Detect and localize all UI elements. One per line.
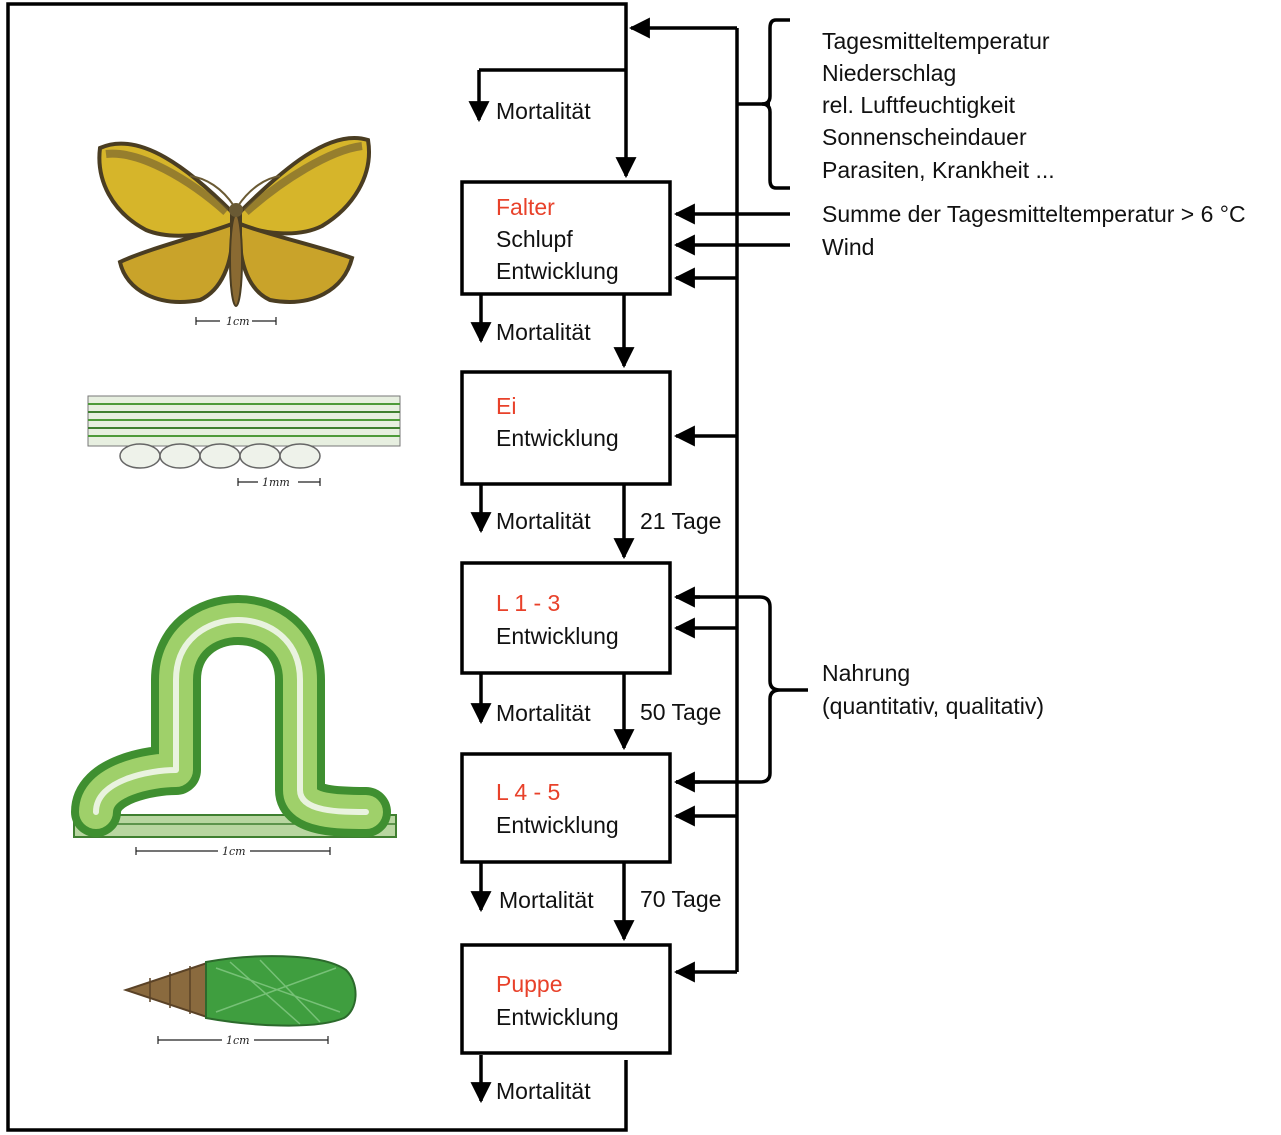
stage-line: Entwicklung	[496, 258, 619, 284]
wind-label: Wind	[822, 234, 874, 260]
moth-illustration	[99, 138, 369, 306]
food-label: Nahrung	[822, 660, 910, 686]
weather-brace	[762, 20, 790, 188]
stage-box-l13	[462, 563, 670, 673]
duration-label: 50 Tage	[640, 699, 721, 725]
weather-factor: Sonnenscheindauer	[822, 124, 1027, 150]
temperature-sum-label: Summe der Tagesmitteltemperatur > 6 °C	[822, 201, 1246, 227]
stage-box-puppe	[462, 945, 670, 1053]
weather-factor: Niederschlag	[822, 60, 956, 86]
weather-factor: Parasiten, Krankheit ...	[822, 157, 1055, 183]
food-quality-label: (quantitativ, qualitativ)	[822, 693, 1044, 719]
moth-scale-bar: 1cm	[196, 314, 276, 328]
duration-label: 21 Tage	[640, 508, 721, 534]
egg-illustration	[88, 396, 400, 468]
stage-line: Entwicklung	[496, 812, 619, 838]
scale-label: 1cm	[226, 315, 250, 328]
mortality-label: Mortalität	[499, 887, 594, 913]
weather-factor: Tagesmitteltemperatur	[822, 28, 1050, 54]
mortality-label: Mortalität	[496, 98, 591, 124]
duration-label: 70 Tage	[640, 886, 721, 912]
stage-line: Entwicklung	[496, 425, 619, 451]
pupa-illustration	[126, 956, 356, 1025]
larva-scale-bar: 1cm	[136, 844, 330, 858]
stage-line: Entwicklung	[496, 1004, 619, 1030]
scale-label: 1cm	[222, 845, 246, 858]
mortality-label: Mortalität	[496, 319, 591, 345]
stage-line: Entwicklung	[496, 623, 619, 649]
scale-label: 1mm	[262, 476, 290, 489]
stage-title: L 4 - 5	[496, 779, 560, 805]
mortality-label: Mortalität	[496, 508, 591, 534]
mortality-label: Mortalität	[496, 1078, 591, 1104]
stage-title: Falter	[496, 194, 555, 220]
weather-factor: rel. Luftfeuchtigkeit	[822, 92, 1016, 118]
mortality-label: Mortalität	[496, 700, 591, 726]
food-brace	[676, 597, 808, 782]
pupa-scale-bar: 1cm	[158, 1033, 328, 1047]
egg-scale-bar: 1mm	[238, 475, 320, 489]
stage-line: Schlupf	[496, 226, 573, 252]
stage-title: L 1 - 3	[496, 590, 560, 616]
stage-title: Ei	[496, 393, 516, 419]
larva-illustration	[74, 620, 396, 837]
scale-label: 1cm	[226, 1034, 250, 1047]
stage-title: Puppe	[496, 971, 563, 997]
stage-box-l45	[462, 754, 670, 862]
